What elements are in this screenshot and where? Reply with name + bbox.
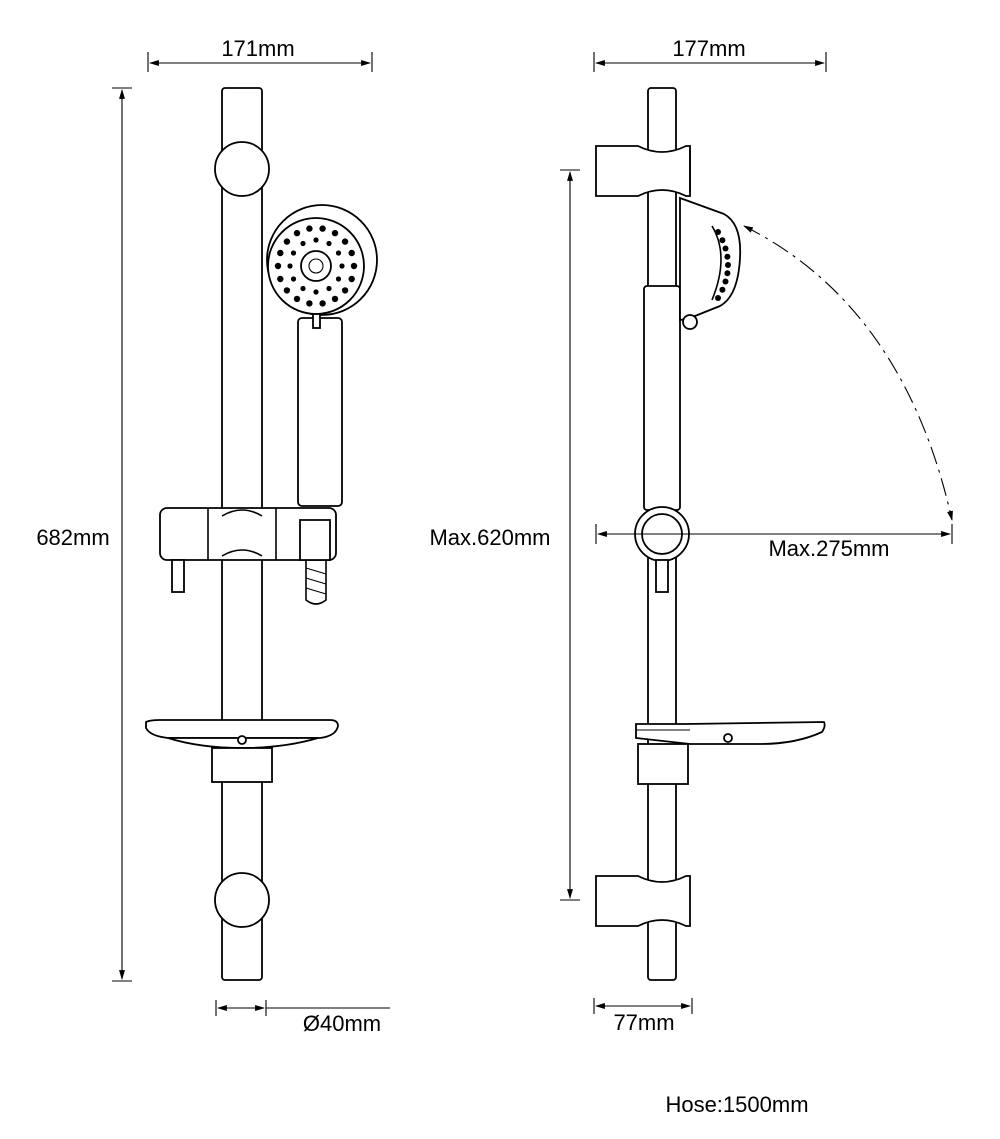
spray-nozzle [348,249,355,257]
slider-body [159,507,337,561]
side-shower-head [643,196,742,511]
spray-nozzle [287,263,293,269]
spray-nozzle [331,229,339,237]
spray-selector [300,250,332,282]
spray-nozzle [341,238,349,245]
spray-nozzle [290,250,297,256]
side-width-label: 177mm [672,36,745,61]
side-spray-nozzle [715,295,721,301]
side-spray-nozzle [724,270,731,277]
side-bottom-bracket [595,875,691,927]
side-width-dimension: 177mm [593,36,827,72]
rail-diameter-dimension: Ø40mm [215,1000,390,1036]
front-shower-head [266,204,378,507]
side-view: 177mm Max.620mm [429,36,953,1035]
spray-nozzle [335,276,342,282]
spray-nozzle [274,262,282,270]
spray-nozzle [283,238,291,245]
side-soap-dish-clamp [637,743,689,785]
side-handset-handle [643,285,681,511]
soap-dish-tray [145,719,339,739]
side-spray-nozzle [722,245,729,252]
spray-nozzle [290,276,297,282]
front-top-bracket [214,141,270,197]
side-handset-head [679,196,742,322]
side-projection-dimension: Max.275mm [595,524,953,561]
spray-nozzles [274,225,358,307]
side-depth-label: 77mm [613,1010,674,1035]
spray-nozzle [300,285,306,292]
front-view: 171mm 682mm [36,36,390,1036]
hose-connector [299,519,331,561]
front-bottom-bracket [214,872,270,928]
spray-nozzle [326,240,332,247]
rail-diameter-label: Ø40mm [303,1011,381,1036]
front-width-label: 171mm [221,36,294,61]
side-soap-dish [635,721,826,785]
spray-nozzle [313,237,319,243]
side-max-height-label: Max.620mm [429,525,550,550]
side-soap-dish-tray [635,721,826,745]
side-max-projection-label: Max.275mm [768,536,889,561]
spray-nozzle [339,263,345,269]
spray-nozzle [326,285,332,292]
side-top-bracket [595,145,691,197]
front-height-label: 682mm [36,525,109,550]
spray-nozzle [277,249,284,257]
side-spray-nozzle [719,237,726,244]
side-spray-nozzle [719,286,726,293]
spray-nozzle [341,287,349,294]
spray-nozzle [300,240,306,247]
spray-nozzle [283,287,291,294]
handset-handle [297,317,343,507]
side-slider-knob [655,559,669,593]
front-height-dimension: 682mm [36,87,132,982]
swivel-arc [743,225,953,521]
spray-nozzle [293,295,301,303]
hose-length-label: Hose:1500mm [665,1092,808,1117]
slider-knob [171,559,185,593]
spray-nozzle [306,300,313,307]
spray-nozzle [277,275,284,283]
front-width-dimension: 171mm [147,36,373,72]
side-spray-nozzle [724,253,731,260]
side-slider [634,506,690,593]
handset-neck [312,313,321,329]
side-spray-nozzle [725,262,731,268]
soap-dish-clamp [211,747,273,783]
spray-nozzle [319,300,326,307]
spray-nozzle [331,295,339,303]
spray-nozzle [313,289,319,295]
spray-nozzle [335,250,342,256]
spray-nozzle [319,225,326,232]
side-spray-nozzle [715,229,721,235]
spray-nozzle [306,225,313,232]
front-soap-dish [145,719,339,783]
front-slider [159,507,337,605]
spray-nozzle [348,275,355,283]
spray-nozzle [293,229,301,237]
side-spray-nozzles [715,229,731,301]
spray-nozzle [350,262,358,270]
side-spray-nozzle [722,278,729,285]
side-depth-dimension: 77mm [593,998,693,1035]
side-max-height-dimension: Max.620mm [429,169,580,901]
